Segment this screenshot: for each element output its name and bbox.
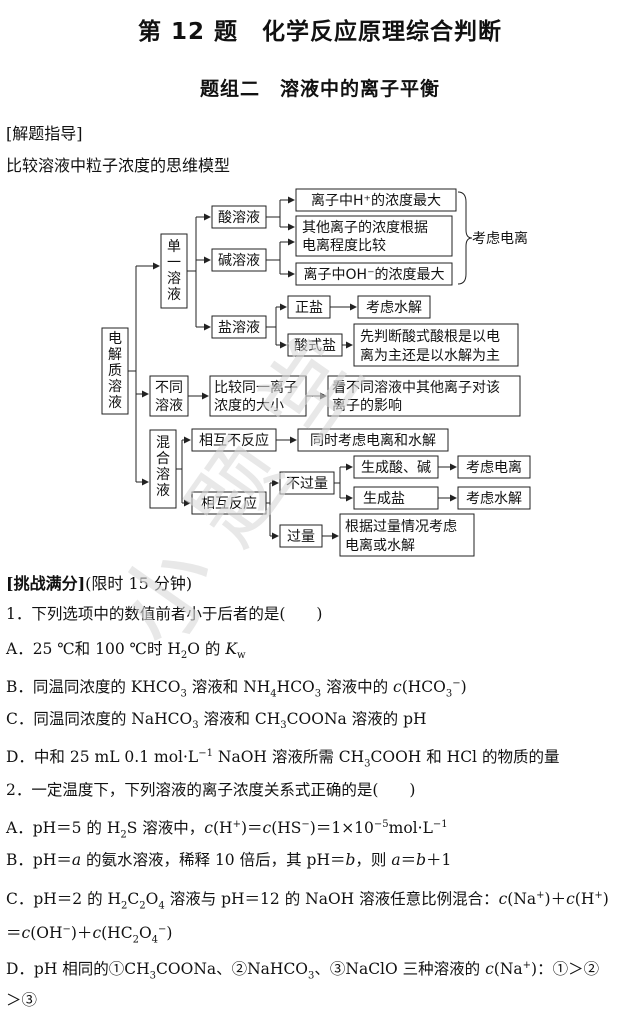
gen-ab-result-label: 考虑电离 [466,459,522,476]
q2-option-b: B．pH＝a 的氨水溶液，稀释 10 倍后，其 pH＝b，则 a＝b＋1 [6,851,452,869]
gen-salt-result-box [457,486,531,510]
model-label: 比较溶液中粒子浓度的思维模型 [6,156,231,175]
single-box [160,233,188,309]
excess-label: 过量 [287,529,315,545]
diff-label: 不同溶液 [155,380,183,414]
challenge-header: [挑战满分](限时 15 分钟) [6,570,192,594]
q1-option-b: B．同温同浓度的 KHCO3 溶液和 NH4HCO3 溶液中的 c(HCO3−) [6,678,467,700]
hydrolysis-box [357,295,431,319]
salt-label: 盐溶液 [218,320,260,336]
q2-option-a: A．pH＝5 的 H2S 溶液中，c(H+)＝c(HS−)＝1×10−5mol·… [6,819,448,841]
mixed-box [149,429,177,509]
gen-acid-base-label: 生成酸、碱 [361,460,431,476]
q1-option-c: C．同温同浓度的 NaHCO3 溶液和 CH3COONa 溶液的 pH [6,710,427,732]
question-1: 1．下列选项中的数值前者小于后者的是( ) [6,605,323,623]
excess-result-2: 电离或水解 [345,537,415,554]
hydrolysis-label: 考虑水解 [366,300,422,316]
q1-option-a: A．25 ℃和 100 ℃时 H2O 的 Kw [6,640,246,662]
compare-label-2: 浓度的大小 [214,398,284,414]
influence-label-2: 离子的影响 [332,397,402,414]
influence-box [327,375,521,417]
q1-option-d: D．中和 25 mL 0.1 mol·L−1 NaOH 溶液所需 CH3COOH… [6,748,560,770]
page-subtitle: 题组二 溶液中的离子平衡 [199,78,440,100]
single-label: 单一溶液 [167,239,181,303]
consider-ionization-label: 考虑电离 [472,230,528,247]
acid-salt-label: 酸式盐 [294,338,336,354]
influence-label-1: 看不同溶液中其他离子对该 [332,379,500,396]
compare-label-1: 比较同一离子 [214,379,298,396]
other-ions-box [295,215,453,257]
excess-result-1: 根据过量情况考虑 [345,519,457,535]
excess-result-box [339,513,475,557]
acid-salt-note-box [353,323,519,367]
oh-max-label: 离子中OH⁻的浓度最大 [304,266,445,283]
q2-option-c-cont: ＝c(OH−)＋c(HC2O4−) [6,924,173,946]
normal-salt-label: 正盐 [295,300,323,316]
gen-salt-label: 生成盐 [363,491,405,507]
not-excess-label: 不过量 [286,476,328,492]
both-box [297,428,449,452]
other-ions-label-1: 其他离子的浓度根据 [302,219,428,236]
compare-box [209,375,307,417]
gen-ab-result-box [457,455,531,479]
root-label: 电解质溶液 [108,331,122,411]
root-box [101,327,129,415]
page-title: 第 12 题 化学反应原理综合判断 [137,19,503,45]
concept-diagram: 电解质溶液 单一溶液 酸溶液 碱溶液 盐溶液 离子中H⁺的浓度最大 其他离子的浓… [101,188,531,557]
both-label: 同时考虑电离和水解 [310,432,436,449]
challenge-time: (限时 15 分钟) [85,574,193,593]
react-label: 相互反应 [201,495,257,512]
question-2: 2．一定温度下，下列溶液的离子浓度关系式正确的是( ) [6,781,416,799]
acid-salt-note-2: 离为主还是以水解为主 [360,347,500,364]
h-max-label: 离子中H⁺的浓度最大 [311,192,441,209]
acid-salt-note-1: 先判断酸式酸根是以电 [360,329,500,345]
no-react-label: 相互不反应 [199,432,269,449]
guide-label: [解题指导] [6,124,83,143]
other-ions-label-2: 电离程度比较 [302,237,386,254]
q2-option-c: C．pH＝2 的 H2C2O4 溶液与 pH＝12 的 NaOH 溶液任意比例混… [6,890,609,912]
challenge-label: [挑战满分] [6,574,86,593]
mixed-label: 混合溶液 [156,435,170,499]
gen-salt-result-label: 考虑水解 [466,491,522,507]
h-max-box [295,188,457,212]
acid-label: 酸溶液 [218,210,260,226]
base-label: 碱溶液 [218,253,260,269]
q2-option-d-cont: ＞③ [6,991,38,1009]
oh-max-box [295,262,453,286]
q2-option-d: D．pH 相同的①CH3COONa、②NaHCO3、③NaClO 三种溶液的 c… [6,960,600,982]
